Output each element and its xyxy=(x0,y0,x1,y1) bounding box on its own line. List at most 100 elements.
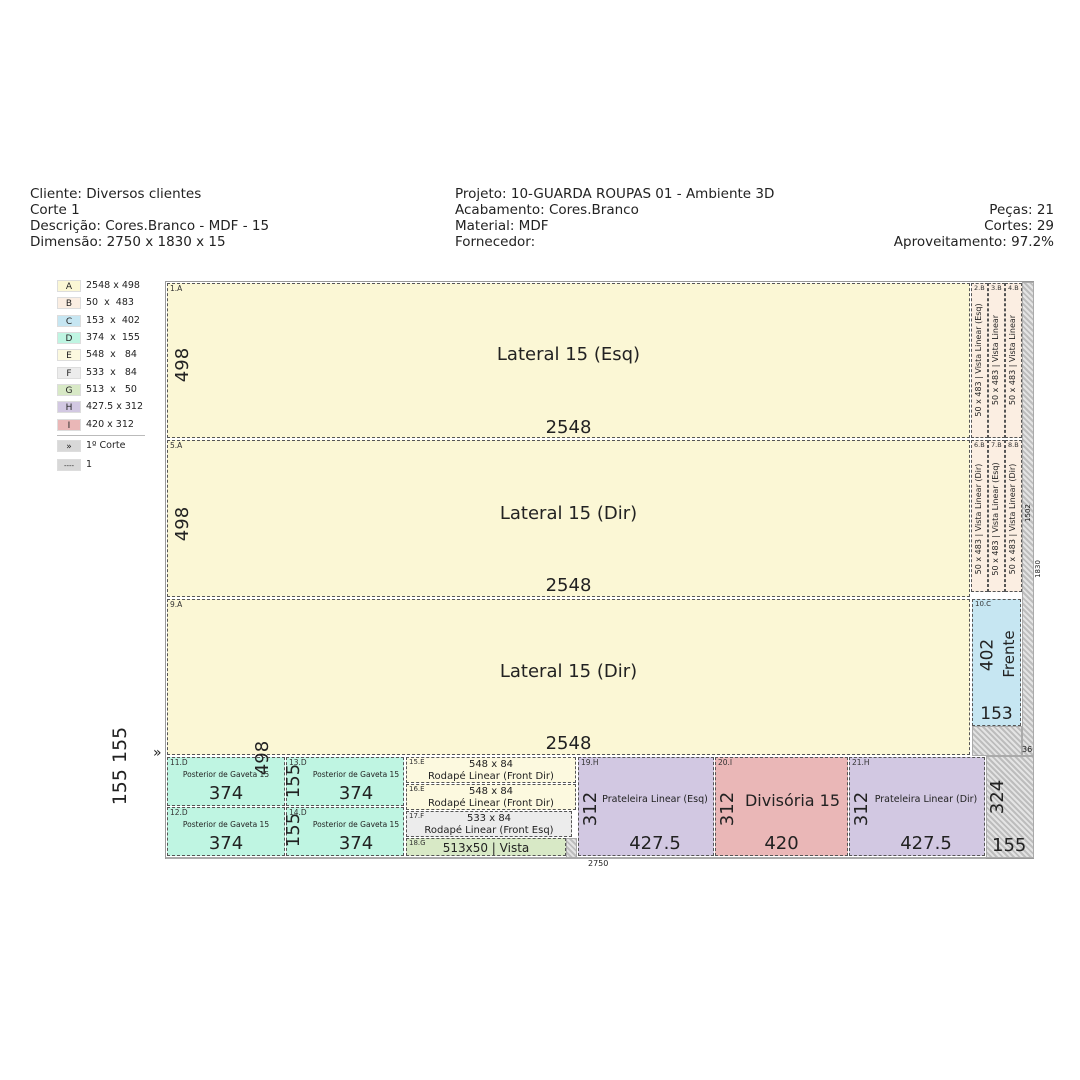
piece-label: 50 x 483 | Vista Linear xyxy=(991,314,1000,406)
piece-name: Frente xyxy=(1000,630,1018,678)
piece-19h[interactable]: 19.H Prateleira Linear (Esq) 427.5 312 xyxy=(578,757,714,856)
piece-id: 18.G xyxy=(409,839,426,847)
legend-size: 533 x 84 xyxy=(86,367,137,378)
dimension-label: Dimensão: 2750 x 1830 x 15 xyxy=(30,234,226,250)
piece-label: 50 x 483 | Vista Linear (Esq) xyxy=(991,462,1000,576)
piece-height: 498 xyxy=(172,347,193,383)
piece-height: 498 xyxy=(172,506,193,542)
piece-id: 12.D xyxy=(170,808,188,817)
cut-label: Corte 1 xyxy=(30,202,80,218)
legend-size: 548 x 84 xyxy=(86,349,137,360)
piece-16e[interactable]: 16.E 548 x 84 Rodapé Linear (Front Dir) xyxy=(406,784,576,810)
piece-id: 21.H xyxy=(852,758,870,767)
piece-id: 20.I xyxy=(718,758,733,767)
piece-id: 11.D xyxy=(170,758,188,767)
piece-width: 374 xyxy=(208,783,244,804)
piece-18g[interactable]: 18.G 513x50 | Vista xyxy=(406,838,566,856)
header-middle: Projeto: 10-GUARDA ROUPAS 01 - Ambiente … xyxy=(455,186,774,250)
piece-id: 1.A xyxy=(170,284,183,293)
overlap-dimension: 498 xyxy=(252,740,273,776)
piece-name: Posterior de Gaveta 15 xyxy=(312,820,400,829)
piece-1a[interactable]: 1.A Lateral 15 (Esq) 2548 498 xyxy=(167,283,970,438)
piece-height: 312 xyxy=(851,791,872,827)
legend-swatch: D xyxy=(57,332,81,344)
cutting-sheet: 1.A Lateral 15 (Esq) 2548 498 2.B 50 x 4… xyxy=(165,281,1034,859)
piece-7b[interactable]: 7.B 50 x 483 | Vista Linear (Esq) xyxy=(988,440,1005,592)
piece-id: 9.A xyxy=(170,600,183,609)
piece-name: Rodapé Linear (Front Dir) xyxy=(428,798,554,809)
piece-dims: 548 x 84 xyxy=(468,786,514,797)
piece-12d[interactable]: 12.D Posterior de Gaveta 15 374 xyxy=(167,807,285,856)
legend-swatch: E xyxy=(57,349,81,361)
piece-4b[interactable]: 4.B 50 x 483 | Vista Linear xyxy=(1005,283,1022,438)
overlap-dimension: 155 xyxy=(283,812,304,848)
scrap-area xyxy=(972,726,1022,756)
piece-name: Prateleira Linear (Esq) xyxy=(602,794,708,805)
piece-width: 374 xyxy=(338,833,374,854)
piece-6b[interactable]: 6.B 50 x 483 | Vista Linear (Dir) xyxy=(971,440,988,592)
piece-id: 19.H xyxy=(581,758,599,767)
piece-id: 17.F xyxy=(409,812,425,820)
piece-name: Divisória 15 xyxy=(744,791,841,810)
piece-id: 5.A xyxy=(170,441,183,450)
scrap-bottom-edge xyxy=(166,857,986,859)
piece-9a[interactable]: 9.A Lateral 15 (Dir) 2548 xyxy=(167,599,970,755)
piece-8b[interactable]: 8.B 50 x 483 | Vista Linear (Dir) xyxy=(1005,440,1022,592)
piece-height: 312 xyxy=(580,791,601,827)
piece-id: 16.E xyxy=(409,785,425,793)
material-label: Material: MDF xyxy=(455,218,549,234)
piece-label: 50 x 483 | Vista Linear (Dir) xyxy=(974,463,983,575)
piece-width: 2548 xyxy=(545,575,592,596)
legend-swatch: A xyxy=(57,280,81,292)
piece-dims: 533 x 84 xyxy=(466,813,512,824)
legend-size: 513 x 50 xyxy=(86,384,137,395)
piece-2b[interactable]: 2.B 50 x 483 | Vista Linear (Esq) xyxy=(971,283,988,438)
cuts-count: Cortes: 29 xyxy=(984,218,1054,234)
legend-label: 1º Corte xyxy=(86,440,126,451)
piece-name: Prateleira Linear (Dir) xyxy=(874,794,978,805)
sheet-width-label: 2750 xyxy=(588,859,609,868)
piece-20i[interactable]: 20.I Divisória 15 420 312 xyxy=(715,757,848,856)
piece-15e[interactable]: 15.E 548 x 84 Rodapé Linear (Front Dir) xyxy=(406,757,576,783)
outside-dimension-label: 155 155 xyxy=(109,726,131,806)
piece-id: 10.C xyxy=(975,600,992,608)
piece-id: 6.B xyxy=(974,441,985,449)
piece-label: 50 x 483 | Vista Linear (Esq) xyxy=(974,303,983,417)
first-cut-marker: » xyxy=(153,745,162,761)
legend-size: 153 x 402 xyxy=(86,315,140,326)
piece-id: 15.E xyxy=(409,758,425,766)
legend-size: 374 x 155 xyxy=(86,332,140,343)
piece-width: 153 xyxy=(980,704,1013,724)
piece-id: 7.B xyxy=(991,441,1002,449)
yield-label: Aproveitamento: 97.2% xyxy=(893,234,1054,250)
scrap-corner xyxy=(986,756,1034,858)
piece-14d[interactable]: 14.D Posterior de Gaveta 15 374 xyxy=(286,807,404,856)
header-left: Cliente: Diversos clientes Corte 1 Descr… xyxy=(30,186,269,250)
piece-3b[interactable]: 3.B 50 x 483 | Vista Linear xyxy=(988,283,1005,438)
piece-11d[interactable]: 11.D Posterior de Gaveta 15 374 xyxy=(167,757,285,806)
piece-id: 8.B xyxy=(1008,441,1019,449)
piece-10c[interactable]: 10.C 402 Frente 153 xyxy=(972,599,1021,726)
legend-size: 50 x 483 xyxy=(86,297,134,308)
piece-17f[interactable]: 17.F 533 x 84 Rodapé Linear (Front Esq) xyxy=(406,811,572,837)
sheet-height-label: 1830 xyxy=(1034,560,1042,578)
header-right: Peças: 21 Cortes: 29 Aproveitamento: 97.… xyxy=(894,202,1054,250)
scrap-width-label: 155 xyxy=(992,835,1027,856)
piece-width: 2548 xyxy=(545,417,592,438)
piece-name: Posterior de Gaveta 15 xyxy=(182,820,270,829)
scrap-strip-right xyxy=(1022,282,1034,756)
legend-swatch: F xyxy=(57,367,81,379)
scrap-small xyxy=(566,838,577,858)
first-cut-icon: » xyxy=(57,440,81,452)
piece-label: 50 x 483 | Vista Linear (Dir) xyxy=(1008,463,1017,575)
overlap-dimension: 155 xyxy=(283,763,304,799)
piece-13d[interactable]: 13.D Posterior de Gaveta 15 374 xyxy=(286,757,404,806)
legend-size: 427.5 x 312 xyxy=(86,401,143,412)
legend-swatch: I xyxy=(57,419,81,431)
piece-name: Posterior de Gaveta 15 xyxy=(182,770,270,779)
piece-height: 402 xyxy=(977,638,998,672)
piece-name: Lateral 15 (Dir) xyxy=(499,503,638,524)
piece-name: Lateral 15 (Dir) xyxy=(499,661,638,682)
piece-5a[interactable]: 5.A Lateral 15 (Dir) 2548 498 xyxy=(167,440,970,597)
piece-21h[interactable]: 21.H Prateleira Linear (Dir) 427.5 312 xyxy=(849,757,985,856)
